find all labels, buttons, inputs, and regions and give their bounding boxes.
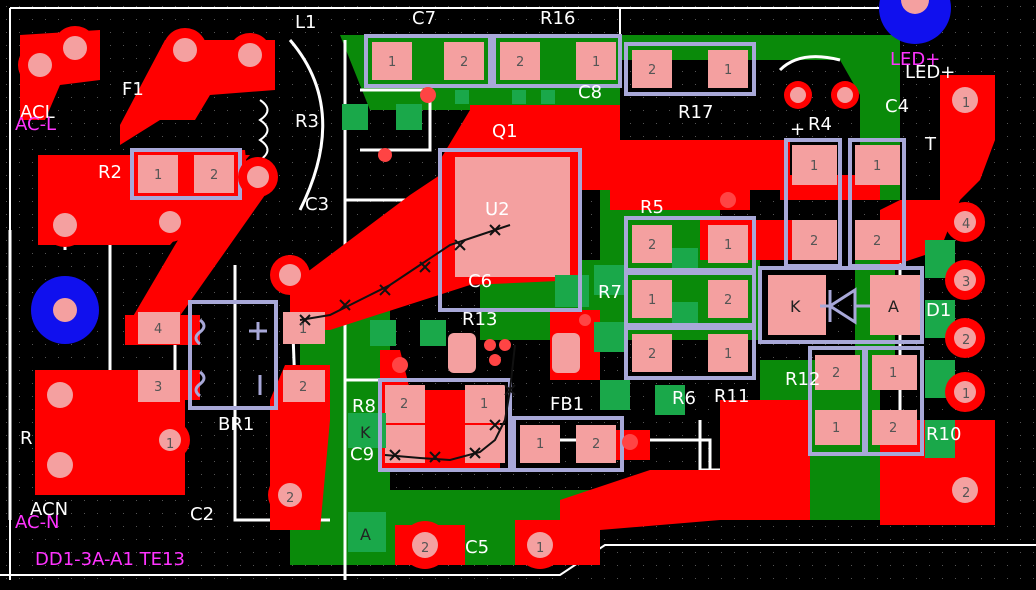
silk-labels: L1 F1 R2 R3 C3 C7 R16 C8 R17 Q1 U2 R5 C6… xyxy=(20,8,961,558)
label-br1: BR1 xyxy=(218,414,254,435)
label-r2: R2 xyxy=(98,162,122,183)
label-c8: C8 xyxy=(578,82,602,103)
pad-number: 1 xyxy=(832,421,840,436)
label-r12: R12 xyxy=(785,369,820,390)
pad-number: 1 xyxy=(388,55,396,70)
label-q1: Q1 xyxy=(492,121,518,142)
pad-number: 2 xyxy=(724,293,732,308)
label-c2: C2 xyxy=(190,504,214,525)
pad-number: 1 xyxy=(724,238,732,253)
label-acn: ACN xyxy=(30,499,68,520)
pad-number: 1 xyxy=(724,347,732,362)
label-r-left: R xyxy=(20,428,33,449)
label-acl: ACL xyxy=(20,102,55,123)
pad-number: 3 xyxy=(962,275,970,290)
label-t: T xyxy=(924,134,937,155)
pad-number: 1 xyxy=(648,293,656,308)
pad-number: 1 xyxy=(480,397,488,412)
pad-number: 1 xyxy=(166,437,174,452)
label-r16: R16 xyxy=(540,8,575,29)
pad-number: 2 xyxy=(889,421,897,436)
label-ac-l: AC-L xyxy=(15,114,56,135)
pad-number: 1 xyxy=(724,63,732,78)
pad-number: 1 xyxy=(810,159,818,174)
label-fb1: FB1 xyxy=(550,394,584,415)
pad-number: 2 xyxy=(648,63,656,78)
label-led-bottom: LED+ xyxy=(890,49,940,70)
pad-numbers: 1 2 2 1 2 1 1 2 2 1 1 2 2 1 1 2 1 2 K A … xyxy=(154,55,970,556)
smd-pads xyxy=(138,42,920,463)
bridge-symbol-icon xyxy=(194,318,267,398)
pad-number: 1 xyxy=(873,159,881,174)
label-r5: R5 xyxy=(640,197,664,218)
pad-number: 4 xyxy=(154,322,162,337)
pad-number: 2 xyxy=(210,168,218,183)
diode-symbol-icon xyxy=(820,287,870,325)
component-outlines xyxy=(130,34,924,472)
pad-number: 1 xyxy=(299,322,307,337)
pad-number: 1 xyxy=(962,387,970,402)
pad-number: 2 xyxy=(962,486,970,501)
label-r7: R7 xyxy=(598,282,622,303)
label-c7: C7 xyxy=(412,8,436,29)
pad-number: 1 xyxy=(536,541,544,556)
label-d1: D1 xyxy=(926,300,951,321)
pad-number: K xyxy=(360,423,371,442)
pad-number: 2 xyxy=(516,55,524,70)
label-c3: C3 xyxy=(305,194,329,215)
label-u2: U2 xyxy=(485,199,510,220)
pad-number: 1 xyxy=(536,437,544,452)
label-r17: R17 xyxy=(678,102,713,123)
label-c4: C4 xyxy=(885,96,909,117)
plus-mark-icon: + xyxy=(790,119,805,140)
label-l1: L1 xyxy=(295,12,316,33)
pad-number: 3 xyxy=(154,380,162,395)
label-r3: R3 xyxy=(295,111,319,132)
pad-number: 2 xyxy=(832,366,840,381)
pad-number: 1 xyxy=(154,168,162,183)
pad-number: 2 xyxy=(400,397,408,412)
label-board-id: DD1-3A-A1 TE13 xyxy=(35,549,185,570)
label-r13: R13 xyxy=(462,309,497,330)
pad-number: A xyxy=(360,525,371,544)
bottom-silk-labels: AC-L AC-N DD1-3A-A1 TE13 LED+ xyxy=(15,49,940,570)
pad-number: A xyxy=(888,297,899,316)
label-c6: C6 xyxy=(468,271,492,292)
pad-number: 2 xyxy=(592,437,600,452)
label-r8: R8 xyxy=(352,396,376,417)
pad-number: K xyxy=(790,297,801,316)
pad-number: 2 xyxy=(648,347,656,362)
pad-number: 2 xyxy=(648,238,656,253)
label-c5: C5 xyxy=(465,537,489,558)
pad-number: 1 xyxy=(592,55,600,70)
label-ac-n: AC-N xyxy=(15,512,60,533)
pad-number: 2 xyxy=(873,234,881,249)
label-r10: R10 xyxy=(926,424,961,445)
pad-number: 1 xyxy=(962,96,970,111)
pad-number: 2 xyxy=(421,541,429,556)
label-led: LED+ xyxy=(905,62,955,83)
pad-number: 2 xyxy=(810,234,818,249)
through-hole-pads xyxy=(18,0,989,569)
pad-number: 2 xyxy=(299,380,307,395)
label-r6: R6 xyxy=(672,388,696,409)
pad-number: 1 xyxy=(889,366,897,381)
label-r4: R4 xyxy=(808,114,832,135)
ratsnest-lines xyxy=(299,224,516,463)
pad-number: 2 xyxy=(460,55,468,70)
label-r11: R11 xyxy=(714,386,749,407)
pad-number: 2 xyxy=(286,491,294,506)
pad-number: 2 xyxy=(962,333,970,348)
label-c9: C9 xyxy=(350,444,374,465)
pad-number: 4 xyxy=(962,217,970,232)
label-f1: F1 xyxy=(122,79,144,100)
